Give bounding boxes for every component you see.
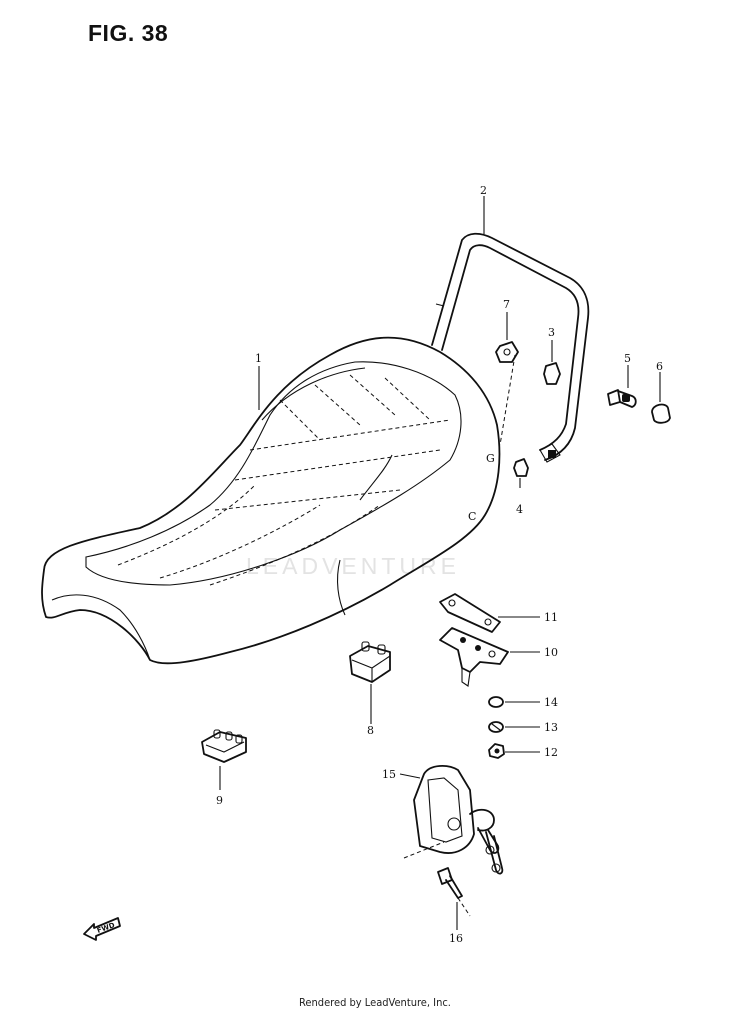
callout-9: 9 [216, 794, 223, 807]
callout-2: 2 [480, 184, 487, 197]
callout-7: 7 [503, 298, 510, 311]
callout-3: 3 [548, 326, 555, 339]
callout-5: 5 [624, 352, 631, 365]
nut-12[interactable] [488, 743, 505, 759]
callout-1: 1 [255, 352, 262, 365]
cushion-4[interactable] [513, 458, 529, 477]
hinge-9[interactable] [201, 729, 247, 763]
callout-16: 16 [449, 932, 463, 945]
fwd-arrow-icon: FWD [83, 917, 121, 941]
washer-13[interactable] [488, 721, 504, 733]
callout-14: 14 [544, 696, 558, 709]
callout-13: 13 [544, 721, 558, 734]
svg-text:G: G [486, 452, 495, 465]
hinge-8[interactable] [349, 641, 391, 683]
cap-6[interactable] [651, 403, 671, 424]
callout-8: 8 [367, 724, 374, 737]
nut-7[interactable] [495, 341, 519, 363]
washer-14[interactable] [488, 696, 504, 708]
callout-4: 4 [516, 503, 523, 516]
leader-lines [219, 196, 661, 930]
svg-text:C: C [468, 510, 476, 523]
cushion-3[interactable] [543, 362, 561, 385]
callout-12: 12 [544, 746, 558, 759]
bolt-5[interactable] [607, 389, 637, 408]
plate-11[interactable] [439, 593, 501, 633]
footer-credit: Rendered by LeadVenture, Inc. [299, 996, 451, 1009]
callout-labels: 1 2 3 4 5 6 7 8 9 10 11 12 13 14 15 16 [216, 184, 663, 945]
grab-rail-drawing[interactable] [431, 232, 590, 463]
bolt-16[interactable] [437, 867, 471, 917]
callout-11: 11 [544, 611, 558, 624]
callout-15: 15 [382, 768, 396, 781]
seat-lock-15[interactable] [403, 765, 504, 875]
bracket-10[interactable] [439, 627, 509, 687]
figure-title: FIG. 38 [88, 20, 169, 46]
callout-10: 10 [544, 646, 558, 659]
callout-6: 6 [656, 360, 663, 373]
seat-drawing[interactable]: G C [41, 336, 501, 665]
